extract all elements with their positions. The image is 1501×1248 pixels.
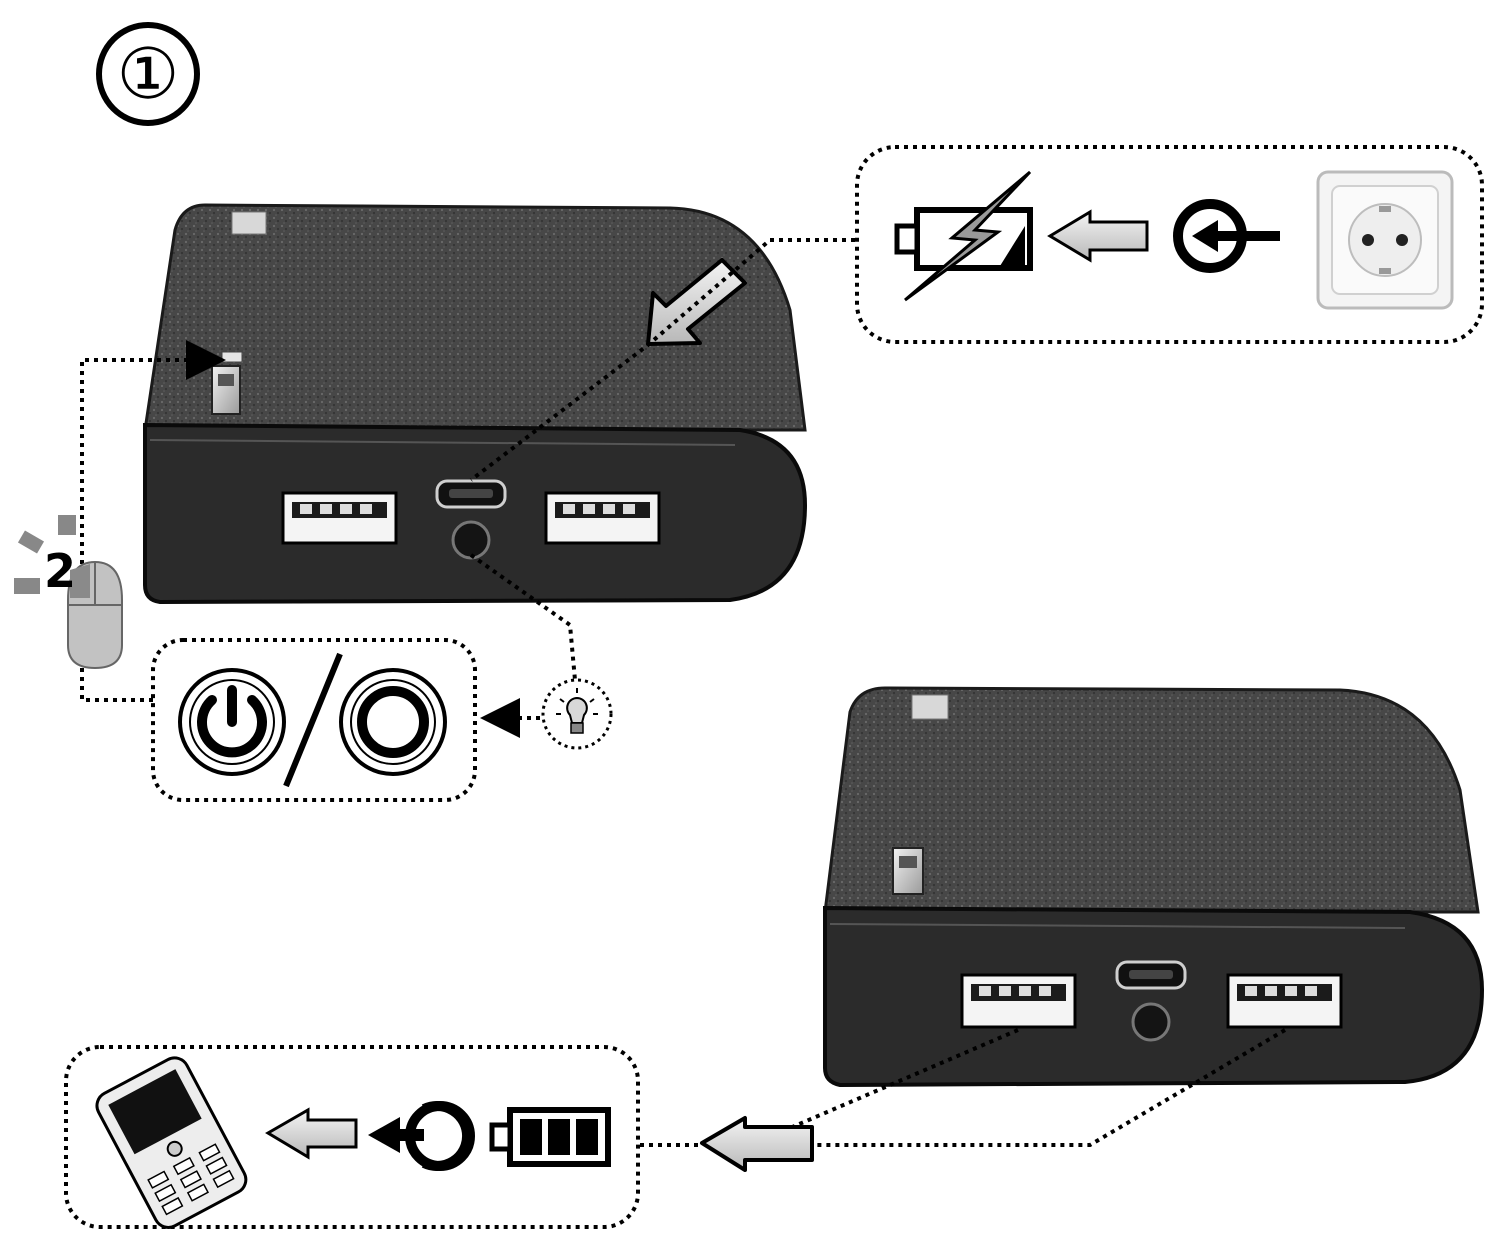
mouse-click-icon xyxy=(14,515,123,670)
output-arrow-icon xyxy=(700,1116,814,1172)
micro-usb-input-port[interactable] xyxy=(1115,960,1187,990)
slider-switch[interactable] xyxy=(892,847,924,895)
arrow-left-icon xyxy=(1047,209,1149,263)
connector-lines-top xyxy=(80,238,855,738)
power-button[interactable] xyxy=(1131,1002,1171,1042)
arrow-left-icon xyxy=(265,1107,358,1160)
input-port-icon xyxy=(1173,199,1280,273)
power-on-icon xyxy=(178,668,286,776)
power-bank-bottom xyxy=(823,686,1485,1088)
mobile-phone-icon xyxy=(95,1056,248,1229)
power-button[interactable] xyxy=(451,520,491,560)
light-bulb-icon xyxy=(541,678,613,750)
output-port-icon xyxy=(368,1101,475,1171)
usb-output-port-1[interactable] xyxy=(960,973,1077,1029)
slider-switch[interactable] xyxy=(211,365,241,415)
slash-divider xyxy=(283,652,343,788)
usb-output-port-2[interactable] xyxy=(544,491,661,545)
charging-info-box xyxy=(855,145,1484,344)
usb-output-port-2[interactable] xyxy=(1226,973,1343,1029)
step-number: ① xyxy=(96,22,200,126)
micro-usb-input-port[interactable] xyxy=(435,479,507,509)
connector-lines-bottom xyxy=(640,1028,1287,1147)
power-off-icon xyxy=(339,668,447,776)
usb-output-port-1[interactable] xyxy=(281,491,398,545)
battery-charging-icon xyxy=(894,170,1033,302)
output-info-box xyxy=(64,1045,640,1229)
press-count-label: 2 xyxy=(44,544,77,598)
power-bank-top xyxy=(143,203,808,605)
flashlight-led xyxy=(221,351,243,363)
battery-full-icon xyxy=(489,1107,611,1167)
wall-socket-icon xyxy=(1316,170,1454,310)
power-toggle-box xyxy=(151,638,477,802)
